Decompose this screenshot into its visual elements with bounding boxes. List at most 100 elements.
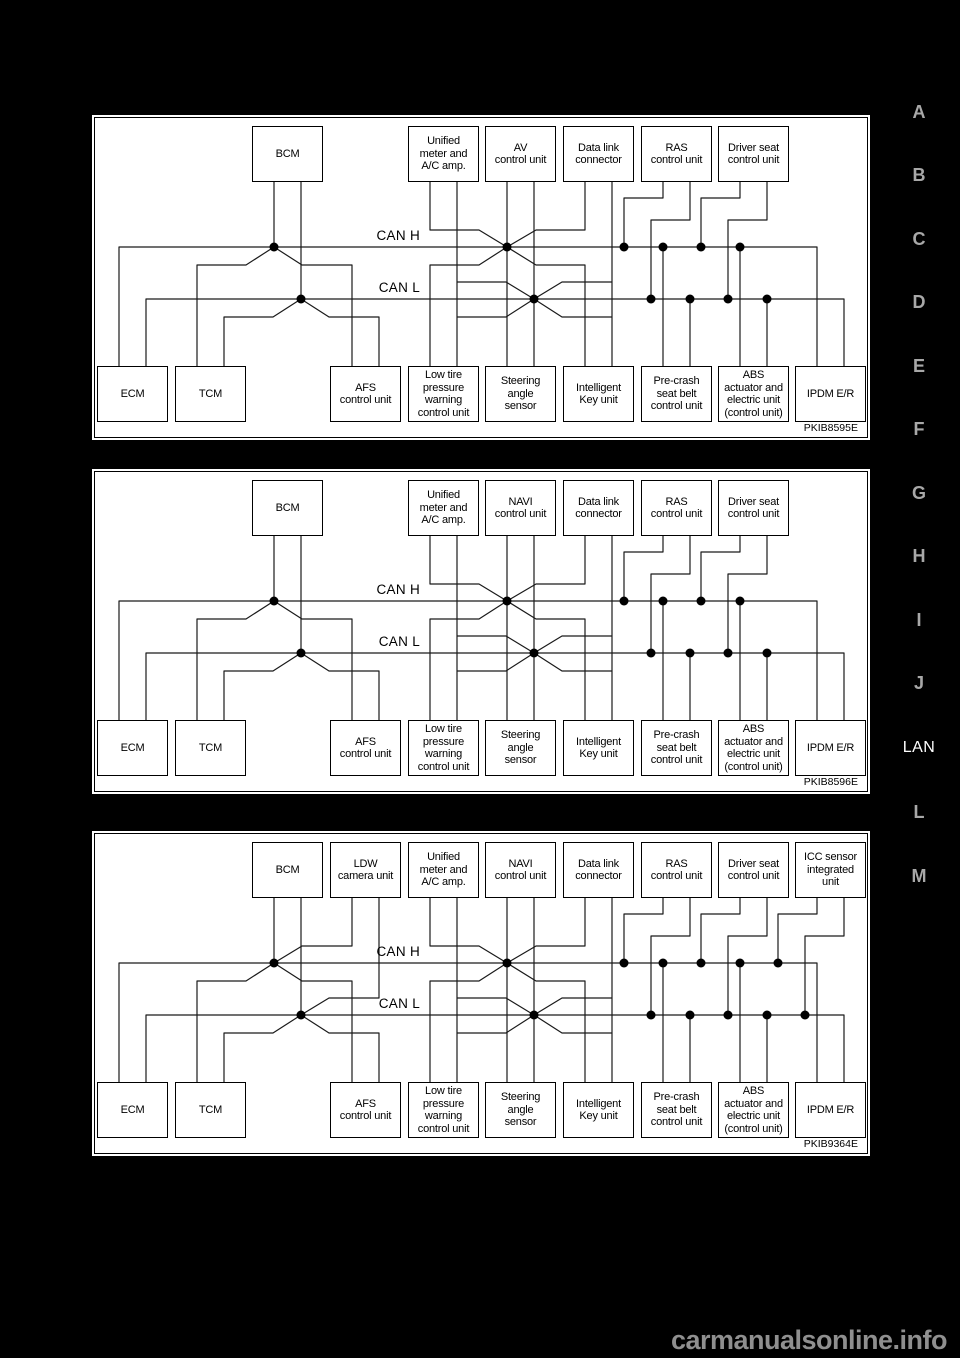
junction-dot	[529, 294, 539, 304]
junction-dot	[296, 648, 306, 658]
can-l-label: CAN L	[378, 996, 420, 1011]
junction-dot	[502, 242, 512, 252]
wire	[506, 246, 586, 366]
sidebar-letter-c: C	[912, 229, 926, 249]
wire	[300, 652, 380, 720]
unit-box: BCM	[252, 842, 323, 898]
unit-box: ECM	[97, 366, 168, 422]
wire	[457, 1014, 535, 1034]
wire	[429, 536, 508, 602]
junction-dot	[296, 294, 306, 304]
unit-box: BCM	[252, 126, 323, 182]
wire	[650, 536, 691, 653]
unit-box: BCM	[252, 480, 323, 536]
wire	[623, 536, 664, 601]
wire	[457, 652, 535, 672]
unit-box: TCM	[175, 720, 246, 776]
wire	[118, 962, 818, 1082]
wire	[273, 898, 353, 964]
unit-box: Low tire pressure warning control unit	[408, 1082, 479, 1138]
unit-box: Pre-crash seat belt control unit	[641, 720, 712, 776]
junction-dot	[529, 1010, 539, 1020]
junction-dot	[646, 1010, 656, 1020]
unit-box: Unified meter and A/C amp.	[408, 480, 479, 536]
unit-box: ECM	[97, 720, 168, 776]
unit-box: IPDM E/R	[795, 366, 866, 422]
can-h-label: CAN H	[376, 228, 420, 243]
unit-box: Low tire pressure warning control unit	[408, 720, 479, 776]
junction-dot	[685, 1010, 695, 1020]
wire	[300, 898, 380, 1016]
wiring-lines	[118, 536, 845, 720]
wire	[533, 652, 612, 672]
wire	[506, 962, 586, 1082]
unit-box: Data link connector	[563, 126, 634, 182]
junction-dot	[723, 648, 733, 658]
unit-box: NAVI control unit	[485, 842, 556, 898]
watermark: carmanualsonline.info	[670, 1325, 948, 1355]
sidebar-letter-j: J	[913, 673, 924, 693]
unit-box: Driver seat control unit	[718, 126, 789, 182]
wire	[506, 182, 586, 248]
wire	[429, 182, 508, 248]
wire	[300, 1014, 380, 1082]
unit-box: Pre-crash seat belt control unit	[641, 1082, 712, 1138]
can-l-label: CAN L	[378, 280, 420, 295]
junction-dot	[685, 294, 695, 304]
wire	[429, 246, 508, 366]
junction-dot	[696, 242, 706, 252]
wire	[533, 997, 612, 1016]
wiring-lines	[118, 182, 845, 366]
unit-box: ABS actuator and electric unit (control …	[718, 720, 789, 776]
unit-box: Unified meter and A/C amp.	[408, 842, 479, 898]
sidebar-letter-b: B	[912, 165, 926, 185]
sidebar-section-lan: LAN	[902, 739, 936, 756]
unit-box: ABS actuator and electric unit (control …	[718, 1082, 789, 1138]
sidebar-letter-g: G	[911, 483, 926, 503]
junction-dot	[800, 1010, 810, 1020]
junction-dot	[619, 596, 629, 606]
wire	[457, 997, 535, 1016]
wire	[145, 652, 845, 720]
unit-box: IPDM E/R	[795, 1082, 866, 1138]
unit-box: NAVI control unit	[485, 480, 556, 536]
junction-dot	[619, 242, 629, 252]
sidebar-letter-m: M	[911, 866, 927, 886]
wire	[533, 635, 612, 654]
figure-code: PKIB8595E	[803, 422, 858, 434]
wire	[196, 246, 275, 366]
unit-box: LDW camera unit	[330, 842, 401, 898]
junction-dot	[762, 294, 772, 304]
junction-dot	[296, 1010, 306, 1020]
unit-box: RAS control unit	[641, 126, 712, 182]
junction-dot	[696, 596, 706, 606]
unit-box: Low tire pressure warning control unit	[408, 366, 479, 422]
unit-box: Steering angle sensor	[485, 1082, 556, 1138]
wire	[700, 182, 741, 247]
sidebar-letter-h: H	[912, 546, 926, 566]
wire	[650, 898, 691, 1015]
wire	[223, 298, 302, 366]
junction-dot	[658, 242, 668, 252]
unit-box: TCM	[175, 1082, 246, 1138]
junction-dot	[762, 1010, 772, 1020]
figure-code: PKIB8596E	[803, 776, 858, 788]
wire	[457, 298, 535, 318]
junction-dot	[619, 958, 629, 968]
wire	[429, 898, 508, 964]
wire	[700, 536, 741, 601]
unit-box: Unified meter and A/C amp.	[408, 126, 479, 182]
unit-box: AFS control unit	[330, 1082, 401, 1138]
wire	[145, 1014, 845, 1082]
wire	[196, 600, 275, 720]
junction-dot	[269, 958, 279, 968]
unit-box: Driver seat control unit	[718, 842, 789, 898]
wire	[650, 182, 691, 299]
sidebar-letter-d: D	[912, 292, 926, 312]
wire	[273, 962, 353, 1082]
wire	[727, 182, 768, 299]
sidebar-letter-e: E	[912, 356, 925, 376]
wiring-lines	[118, 898, 845, 1082]
